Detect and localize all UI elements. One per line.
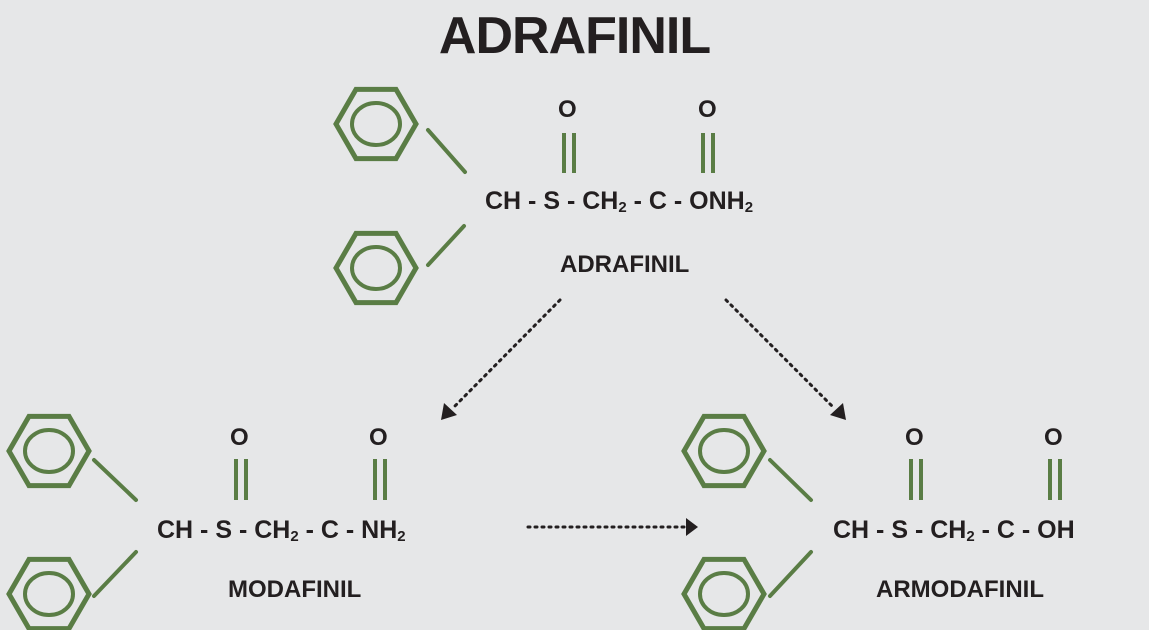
adrafinil-label: ADRAFINIL (560, 251, 690, 278)
adrafinil-chain-b: - C - ONH (626, 187, 745, 215)
page-title: ADRAFINIL (438, 7, 711, 65)
arrow-adrafinil-to-armodafinil-head (830, 403, 846, 420)
modafinil-phenyl-bottom-aromatic-ring (23, 571, 75, 617)
armodafinil-chain-a: CH - S - CH (833, 516, 967, 544)
armodafinil-bond-top (768, 458, 813, 502)
arrow-adrafinil-to-modafinil-head (441, 403, 457, 420)
adrafinil-bond-top (426, 128, 467, 174)
modafinil-oxygen-2: O (369, 424, 388, 451)
modafinil-phenyl-bottom-hexagon (6, 556, 92, 630)
armodafinil-chain-sub: 2 (966, 528, 975, 545)
arrow-adrafinil-to-armodafinil-line (724, 298, 836, 410)
modafinil-label: MODAFINIL (228, 576, 362, 603)
adrafinil-oxygen-1: O (558, 96, 577, 123)
armodafinil-phenyl-top-hexagon (681, 413, 767, 489)
modafinil-phenyl-top-aromatic-ring (23, 428, 75, 474)
adrafinil-phenyl-top-aromatic-ring (350, 101, 402, 147)
adrafinil-phenyl-top-hexagon (333, 86, 419, 162)
modafinil-formula: CH - S - CH2 - C - NH2 (157, 516, 406, 545)
armodafinil-phenyl-top-aromatic-ring (698, 428, 750, 474)
modafinil-bond-bottom (92, 550, 138, 598)
armodafinil-bond-bottom (768, 550, 813, 598)
arrow-adrafinil-to-modafinil-line (451, 298, 562, 410)
modafinil-chain-b: - C - NH (298, 516, 398, 544)
adrafinil-formula: CH - S - CH2 - C - ONH2 (485, 187, 753, 216)
modafinil-chain-a: CH - S - CH (157, 516, 291, 544)
adrafinil-oxygen-2: O (698, 96, 717, 123)
modafinil-oxygen-1: O (230, 424, 249, 451)
armodafinil-formula: CH - S - CH2 - C - OH (833, 516, 1075, 545)
adrafinil-phenyl-bottom-aromatic-ring (350, 245, 402, 291)
modafinil-bond-top (92, 458, 138, 502)
armodafinil-oxygen-2: O (1044, 424, 1063, 451)
modafinil-chain-end-sub: 2 (397, 528, 406, 545)
adrafinil-chain-end-sub: 2 (744, 199, 754, 216)
armodafinil-oxygen-1: O (905, 424, 924, 451)
arrow-modafinil-to-armodafinil-head (686, 518, 698, 536)
armodafinil-phenyl-bottom-aromatic-ring (698, 571, 750, 617)
modafinil-phenyl-top-hexagon (6, 413, 92, 489)
armodafinil-label: ARMODAFINIL (876, 576, 1044, 603)
armodafinil-chain-b: - C - OH (974, 516, 1075, 544)
armodafinil-phenyl-bottom-hexagon (681, 556, 767, 630)
adrafinil-phenyl-bottom-hexagon (333, 230, 419, 306)
adrafinil-chain-a: CH - S - CH (485, 187, 619, 215)
adrafinil-bond-bottom (426, 224, 466, 267)
adrafinil-chain-sub: 2 (618, 199, 627, 216)
modafinil-chain-sub: 2 (290, 528, 299, 545)
